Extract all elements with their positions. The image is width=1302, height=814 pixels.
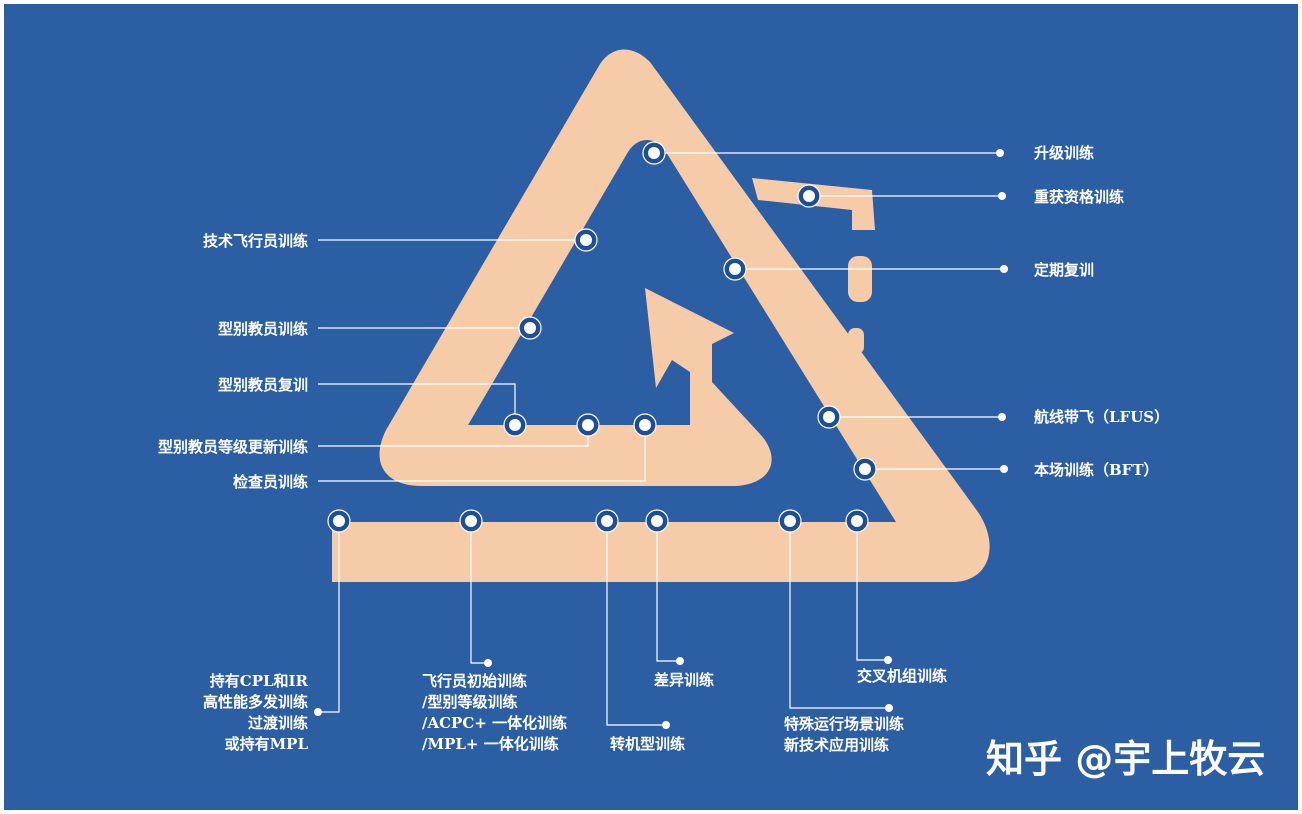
- connector-end-dot: [676, 657, 684, 665]
- label-special-ops-line2: 新技术应用训练: [784, 736, 889, 754]
- node-dot: [859, 463, 871, 475]
- connector-end-dot: [998, 413, 1006, 421]
- label-checker: 检查员训练: [233, 473, 308, 491]
- node-dot: [601, 515, 613, 527]
- label-cpl-ir-line2: 高性能多发训练: [203, 693, 308, 711]
- connector-end-dot: [1000, 465, 1008, 473]
- connector-line: [318, 425, 646, 482]
- node-dot: [648, 147, 660, 159]
- node-dot: [784, 515, 796, 527]
- label-type-instructor-upgrade: 型别教员等级更新训练: [158, 438, 308, 456]
- label-lfus: 航线带飞（LFUS）: [1034, 408, 1169, 426]
- dashed-segment: [848, 328, 864, 354]
- connector-end-dot: [1000, 265, 1008, 273]
- label-upgrade: 升级训练: [1034, 144, 1094, 162]
- connector-end-dot: [314, 708, 322, 716]
- node-dot: [803, 190, 815, 202]
- node-dot: [582, 419, 594, 431]
- outer-triangle-band: [332, 49, 990, 582]
- connector-end-dot: [484, 659, 492, 667]
- label-initial-line1: 飞行员初始训练: [422, 672, 527, 690]
- node-dot: [729, 263, 741, 275]
- node-dot: [851, 515, 863, 527]
- connector-line: [470, 521, 488, 664]
- label-cpl-ir-line4: 或持有MPL: [225, 735, 309, 753]
- connector-line: [318, 521, 340, 713]
- connector-lines: [314, 149, 1008, 729]
- label-type-instructor-recurrent: 型别教员复训: [218, 376, 308, 394]
- connector-line: [789, 521, 889, 709]
- node-dot: [509, 419, 521, 431]
- label-special-ops-line1: 特殊运行场景训练: [784, 715, 904, 733]
- label-cpl-ir-line1: 持有CPL和IR: [210, 672, 309, 690]
- diagram-nodes: [327, 141, 877, 533]
- connector-end-dot: [662, 721, 670, 729]
- connector-line: [656, 521, 680, 662]
- label-requalify: 重获资格训练: [1034, 188, 1124, 206]
- label-type-instructor: 型别教员训练: [218, 320, 308, 338]
- label-tech-pilot: 技术飞行员训练: [203, 232, 308, 250]
- connector-end-dot: [884, 656, 892, 664]
- connector-line: [318, 383, 516, 425]
- label-crossover: 交叉机组训练: [857, 667, 947, 685]
- node-dot: [580, 234, 592, 246]
- node-dot: [639, 419, 651, 431]
- label-type-conversion: 转机型训练: [610, 735, 685, 753]
- connector-line: [856, 521, 888, 661]
- inner-cycle-arrow: [645, 288, 734, 425]
- label-recurrent: 定期复训: [1034, 261, 1094, 279]
- watermark: 知乎 @宇上牧云: [986, 737, 1265, 781]
- node-dot: [823, 411, 835, 423]
- label-bft: 本场训练（BFT）: [1034, 461, 1159, 479]
- node-dot: [333, 515, 345, 527]
- label-initial-line2: /型别等级训练: [422, 693, 517, 711]
- connector-end-dot: [885, 704, 893, 712]
- node-dot: [465, 515, 477, 527]
- node-dot: [651, 515, 663, 527]
- connector-line: [606, 521, 666, 726]
- connector-end-dot: [998, 192, 1006, 200]
- label-initial-line3: /ACPC+ 一体化训练: [422, 714, 567, 732]
- label-cpl-ir-line3: 过渡训练: [248, 714, 308, 732]
- connector-end-dot: [996, 149, 1004, 157]
- label-differences: 差异训练: [654, 671, 714, 689]
- label-initial-line4: /MPL+ 一体化训练: [422, 735, 559, 753]
- dashed-segment: [848, 256, 872, 302]
- node-dot: [524, 322, 536, 334]
